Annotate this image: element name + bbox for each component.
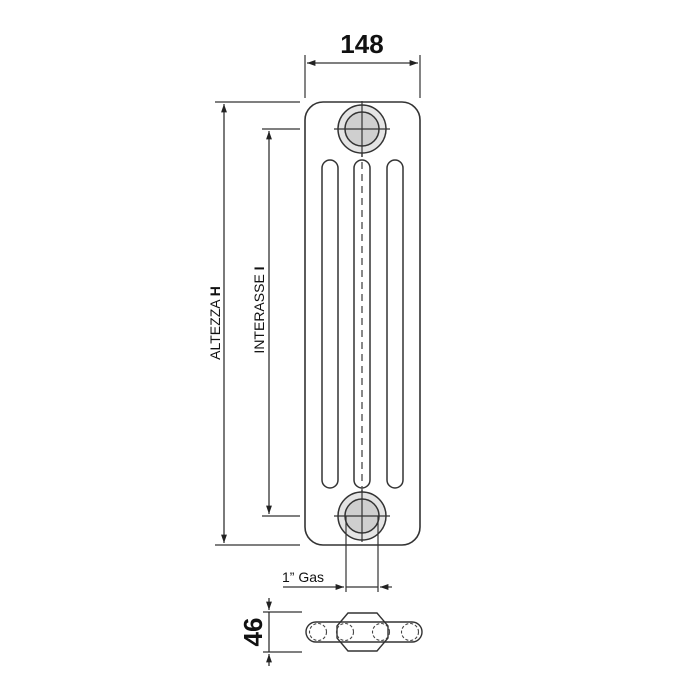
width-label: 148 [340,29,383,59]
connection-dimension: 1” Gas [282,569,392,590]
radiator-section-view [305,612,423,652]
depth-dimension: 46 [238,598,302,666]
column-left [321,159,339,489]
top-connection-boss [334,101,390,157]
interaxis-label: INTERASSE I [251,266,267,353]
bottom-connection-boss [334,490,390,542]
height-label: ALTEZZA H [207,286,223,360]
column-right [386,159,404,489]
section-band [305,621,423,643]
width-dimension: 148 [304,29,421,98]
section-hub [336,612,389,652]
interaxis-dimension: INTERASSE I [251,128,300,517]
height-dimension: ALTEZZA H [207,101,300,546]
connection-label: 1” Gas [282,569,324,585]
radiator-front-view [304,101,421,592]
depth-label: 46 [238,618,268,647]
